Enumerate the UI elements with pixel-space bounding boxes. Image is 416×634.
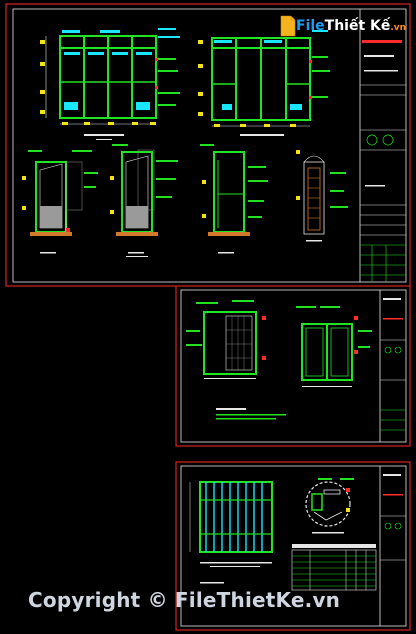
sheet-2-notes xyxy=(216,408,286,420)
logo-text: FileThiết Kế.vn xyxy=(296,18,406,34)
detail-circle xyxy=(305,478,354,534)
sheet-3-border xyxy=(180,465,407,627)
sheet-2-border xyxy=(180,289,407,443)
section-2 xyxy=(110,144,178,257)
section-1 xyxy=(22,150,98,254)
logo-part-1: File xyxy=(296,18,325,34)
logo-file-icon xyxy=(280,15,296,37)
section-4 xyxy=(296,150,348,242)
section-3 xyxy=(200,144,268,254)
copyright-watermark: Copyright © FileThietKe.vn xyxy=(28,588,341,612)
elevation-a xyxy=(40,28,180,140)
louver-panel xyxy=(189,481,273,584)
sheet-2-frame xyxy=(175,285,411,447)
sheet-2-title-block xyxy=(379,290,406,442)
sheet-1 xyxy=(5,3,411,287)
sheet-1-border xyxy=(12,8,407,283)
sheet-3 xyxy=(175,461,411,631)
door-elevation-c xyxy=(186,300,266,379)
sheet-2 xyxy=(175,285,411,447)
material-schedule-table xyxy=(291,544,377,591)
sheet-1-title-block xyxy=(359,9,406,282)
door-elevation-d xyxy=(296,306,372,387)
elevation-b xyxy=(198,30,330,136)
sheet-3-frame xyxy=(175,461,411,631)
logo-part-2: Thiết Kế xyxy=(324,18,391,34)
sheet-3-title-block xyxy=(379,466,406,626)
logo-part-3: .vn xyxy=(390,23,407,33)
